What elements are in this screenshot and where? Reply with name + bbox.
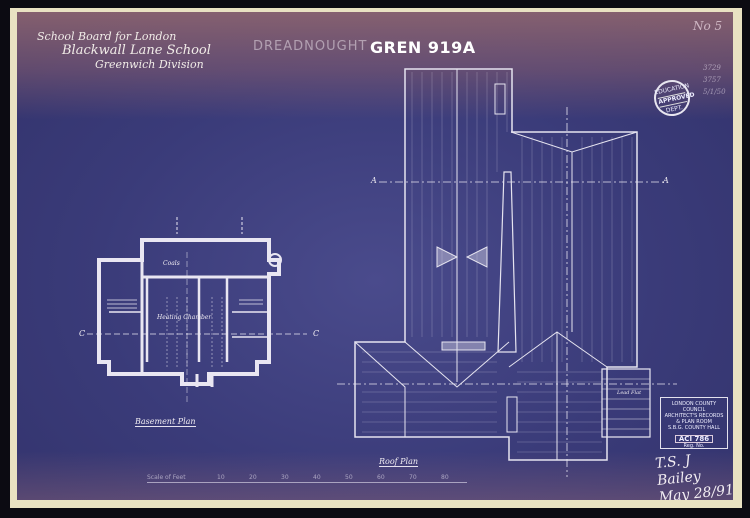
side-note: 5/1/50 bbox=[703, 88, 726, 96]
scale-tick: 30 bbox=[281, 474, 289, 481]
records-line: ARCHITECT'S RECORDS bbox=[664, 413, 724, 419]
scale-tick: 20 bbox=[249, 474, 257, 481]
section-marker-a-left: A bbox=[371, 176, 377, 185]
records-reference: ACI 786 bbox=[674, 435, 714, 443]
title-school: Blackwall Lane School bbox=[62, 43, 211, 58]
reference-code: GREN 919A bbox=[370, 38, 476, 57]
records-stamp: LONDON COUNTY COUNCIL ARCHITECT'S RECORD… bbox=[660, 397, 728, 449]
blueprint-sheet: School Board for London Blackwall Lane S… bbox=[17, 12, 733, 500]
lead-flat-label: Lead Flat bbox=[617, 390, 642, 396]
plan-drawings bbox=[87, 68, 677, 477]
stamp-dreadnought: DREADNOUGHT bbox=[253, 39, 368, 54]
scale-tick: 10 bbox=[217, 474, 225, 481]
scale-tick: 50 bbox=[345, 474, 353, 481]
scale-tick: 40 bbox=[313, 474, 321, 481]
side-note: 3757 bbox=[703, 76, 721, 84]
records-line: & PLAN ROOM bbox=[676, 419, 712, 425]
sheet-number: No 5 bbox=[693, 19, 723, 33]
basement-plan-label: Basement Plan bbox=[135, 417, 196, 427]
side-notes: 3729 3757 5/1/50 bbox=[703, 62, 726, 98]
basement-plan bbox=[87, 217, 307, 402]
roof-plan-label: Roof Plan bbox=[379, 457, 419, 467]
side-note: 3729 bbox=[703, 64, 721, 72]
roof-plan bbox=[337, 68, 677, 477]
scale-tick: 80 bbox=[441, 474, 449, 481]
title-division: Greenwich Division bbox=[95, 58, 204, 71]
section-marker-a-right: A bbox=[663, 176, 669, 185]
scale-tick: 70 bbox=[409, 474, 417, 481]
records-line: Reg. No. bbox=[683, 443, 705, 449]
records-line: S.B.G. COUNTY HALL bbox=[667, 425, 721, 431]
scale-bar: Scale of Feet 10 20 30 40 50 60 70 80 bbox=[147, 474, 467, 484]
title-board: School Board for London bbox=[37, 30, 177, 43]
room-heating-chamber: Heating Chamber bbox=[157, 314, 212, 321]
records-line: LONDON COUNTY COUNCIL bbox=[671, 401, 717, 413]
room-coals: Coals bbox=[163, 260, 180, 267]
section-marker-c-left: C bbox=[79, 329, 86, 338]
scale-label: Scale of Feet bbox=[147, 474, 186, 481]
scale-tick: 60 bbox=[377, 474, 385, 481]
scale-line bbox=[147, 482, 467, 483]
signature: T.S. J Bailey May 28/91 bbox=[655, 448, 733, 500]
section-marker-c-right: C bbox=[313, 329, 320, 338]
